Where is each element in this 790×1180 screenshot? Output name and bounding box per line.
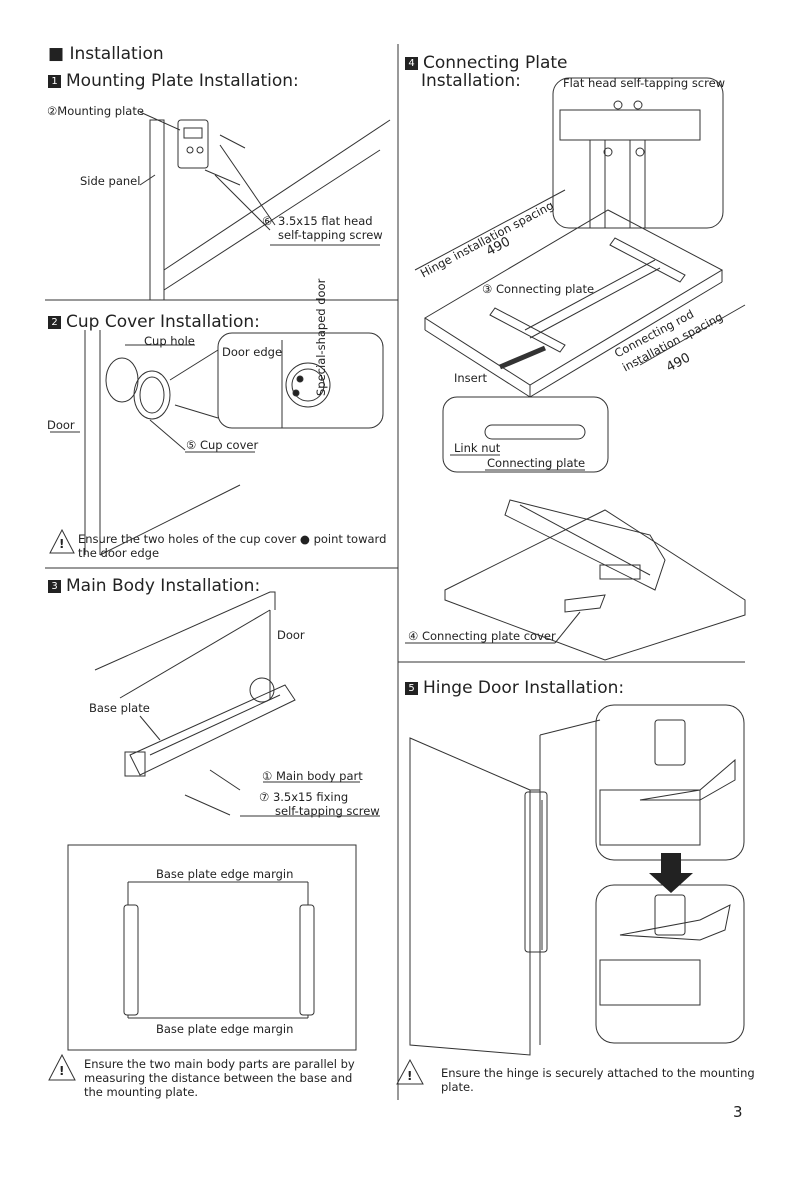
cup-hole-shape — [105, 357, 139, 403]
s3-heading: 3 Main Body Installation: — [48, 576, 260, 596]
plan-view-frame — [67, 844, 357, 1051]
insert-arrow — [499, 345, 546, 370]
warning-triangle-s3 — [48, 1053, 76, 1081]
s1-title: Mounting Plate Installation: — [66, 71, 299, 91]
s3-note2: measuring the distance between the base … — [84, 1071, 353, 1085]
s1-heading: 1 Mounting Plate Installation: — [48, 71, 299, 91]
s5-heading: 5 Hinge Door Installation: — [405, 678, 624, 698]
s4-title: Connecting Plate — [423, 53, 568, 73]
s4-number: 4 — [405, 57, 418, 70]
door-panel — [409, 737, 531, 1056]
s3-note1: Ensure the two main body parts are paral… — [84, 1057, 355, 1071]
s4-title2: Installation: — [421, 71, 521, 91]
s4-label-plate: ③ Connecting plate — [482, 282, 595, 296]
s1-label-screw-num: ⑥ — [262, 214, 273, 228]
s4-label-cover: ④ Connecting plate cover — [408, 629, 556, 643]
s3-label-margin-bottom: Base plate edge margin — [156, 1022, 294, 1036]
s4-label-plate2: Connecting plate — [487, 456, 586, 470]
s2-label-hole: Cup hole — [144, 334, 195, 348]
hinge-callout-top — [595, 704, 745, 861]
s4-label-nut: Link nut — [454, 441, 501, 455]
s5-note: Ensure the hinge is securely attached to… — [441, 1066, 755, 1094]
s3-number: 3 — [48, 580, 61, 593]
s2-label-edge: Door edge — [222, 345, 283, 359]
s2-title: Cup Cover Installation: — [66, 312, 260, 332]
warning-mark-s3: ! — [59, 1064, 65, 1078]
s3-title: Main Body Installation: — [66, 576, 261, 596]
s3-drawing — [48, 591, 380, 1081]
s2-note1: Ensure the two holes of the cup cover ● … — [78, 532, 387, 546]
warning-triangle-s2 — [49, 528, 75, 554]
installation-header: ■ Installation — [48, 44, 164, 64]
mounting-plate-shape — [177, 119, 209, 169]
s2-number: 2 — [48, 316, 61, 329]
link-nut-callout — [442, 396, 609, 473]
s3-label-main: ① Main body part — [262, 769, 363, 783]
page-number: 3 — [733, 1103, 743, 1121]
s1-number: 1 — [48, 75, 61, 88]
s4-label-flat: Flat head self-tapping screw — [563, 76, 726, 90]
warning-triangle-s5 — [396, 1058, 424, 1085]
s3-label-door: Door — [277, 628, 305, 642]
s2-note2: the door edge — [78, 546, 160, 560]
s1-drawing — [139, 111, 391, 301]
down-arrow — [649, 853, 693, 893]
right-main-body — [299, 904, 315, 1016]
zoom-callout — [217, 332, 384, 429]
cup-cover-shape — [133, 370, 171, 420]
left-main-body — [123, 904, 139, 1016]
mechanism-shape — [504, 499, 666, 591]
s5-title: Hinge Door Installation: — [423, 678, 625, 698]
s4-drawing — [405, 77, 746, 661]
s3-label-margin-top: Base plate edge margin — [156, 867, 294, 881]
warning-mark-s5: ! — [407, 1069, 413, 1083]
s2-drawing — [49, 330, 384, 556]
s3-label-screw2: self-tapping screw — [275, 804, 380, 818]
s1-label-side: Side panel — [80, 174, 141, 188]
s1-label-screw: 3.5x15 flat head — [278, 214, 373, 228]
s5-number: 5 — [405, 682, 418, 695]
s3-note3: the mounting plate. — [84, 1085, 199, 1099]
s2-label-special-text: Special-shaped door — [314, 278, 328, 396]
s2-label-cover: ⑤ Cup cover — [186, 438, 259, 452]
board-bottom — [444, 509, 746, 661]
s4-label-insert: Insert — [454, 371, 487, 385]
s3-label-screw: ⑦ 3.5x15 fixing — [259, 790, 349, 804]
main-body-shape — [129, 684, 296, 776]
s2-label-door: Door — [47, 418, 75, 432]
warning-mark-s2: ! — [59, 537, 65, 551]
s2-heading: 2 Cup Cover Installation: — [48, 312, 260, 332]
s1-label-screw2: self-tapping screw — [278, 228, 383, 242]
s4-heading: 4 Connecting Plate — [405, 53, 568, 73]
s1-label-plate: ②Mounting plate — [47, 104, 144, 118]
s5-drawing — [396, 704, 745, 1085]
screw-callout — [552, 77, 724, 229]
s3-label-base: Base plate — [89, 701, 150, 715]
